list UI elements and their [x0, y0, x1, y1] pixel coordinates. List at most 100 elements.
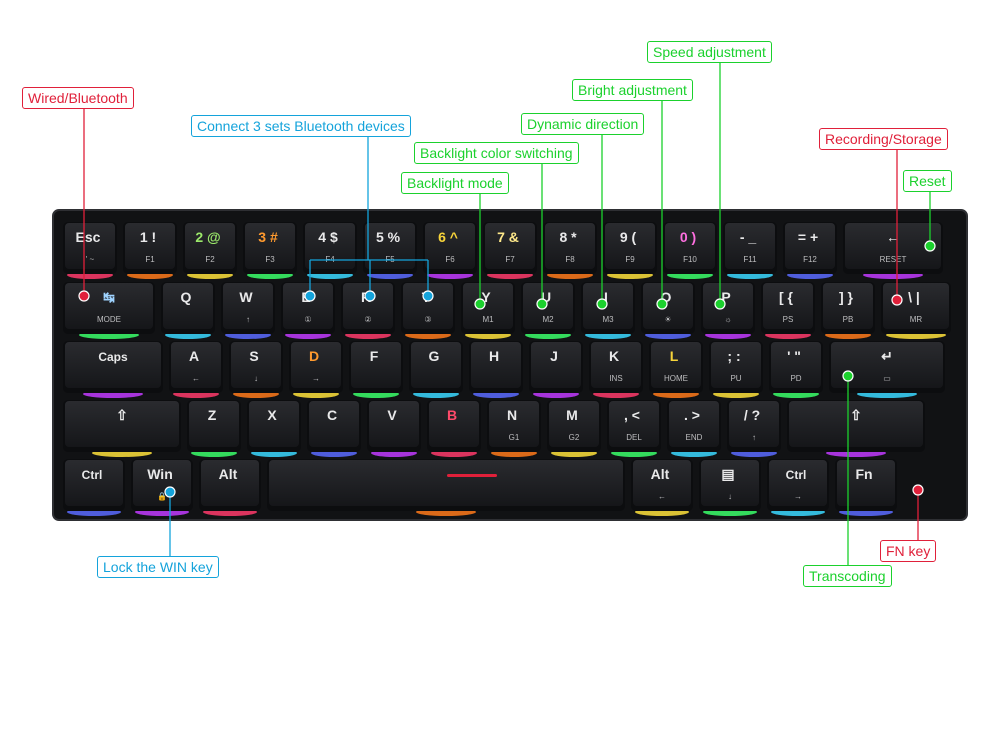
key-backspace[interactable]: ←RESET: [843, 222, 943, 274]
key-6[interactable]: 6 ^F6: [423, 222, 477, 274]
key-g[interactable]: G: [409, 341, 463, 393]
key-ralt[interactable]: Alt←: [631, 459, 693, 511]
key-lshift[interactable]: ⇧: [63, 400, 181, 452]
key-fn[interactable]: Fn: [835, 459, 897, 511]
key-tab[interactable]: ↹ MODE: [63, 282, 155, 334]
key-w[interactable]: W↑: [221, 282, 275, 334]
key-i[interactable]: IM3: [581, 282, 635, 334]
key-e[interactable]: E①: [281, 282, 335, 334]
key-legend-main: 8 *: [559, 229, 577, 245]
callout-fn-key: FN key: [880, 540, 937, 562]
callout-speed-adjustment: Speed adjustment: [647, 41, 772, 63]
key-equal[interactable]: = +F12: [783, 222, 837, 274]
key-legend-sub: PU: [730, 374, 741, 383]
callout-dynamic-direction: Dynamic direction: [521, 113, 645, 135]
dot-dynamic-direction: [596, 298, 608, 310]
key-comma[interactable]: , <DEL: [607, 400, 661, 452]
key-caps[interactable]: Caps: [63, 341, 163, 393]
key-legend-main: B: [447, 407, 457, 423]
key-rbracket[interactable]: ] }PB: [821, 282, 875, 334]
key-y[interactable]: YM1: [461, 282, 515, 334]
key-esc[interactable]: Esc' ~: [63, 222, 117, 274]
keycap-top: [223, 283, 273, 329]
key-legend-main: [ {: [779, 289, 794, 305]
key-ctrl[interactable]: Ctrl: [63, 459, 125, 511]
key-0[interactable]: 0 )F10: [663, 222, 717, 274]
keycap-top: [65, 223, 115, 269]
key-legend-sub: END: [686, 433, 703, 442]
key-r[interactable]: R②: [341, 282, 395, 334]
key-v[interactable]: V: [367, 400, 421, 452]
key-legend-sub: G2: [569, 433, 580, 442]
key-minus[interactable]: - _F11: [723, 222, 777, 274]
key-z[interactable]: Z: [187, 400, 241, 452]
key-q[interactable]: Q: [161, 282, 215, 334]
key-space[interactable]: [267, 459, 625, 511]
key-lbracket[interactable]: [ {PS: [761, 282, 815, 334]
key-4[interactable]: 4 $F4: [303, 222, 357, 274]
key-2[interactable]: 2 @F2: [183, 222, 237, 274]
key-d[interactable]: D→: [289, 341, 343, 393]
key-period[interactable]: . >END: [667, 400, 721, 452]
key-legend-main: H: [489, 348, 499, 364]
key-b[interactable]: B: [427, 400, 481, 452]
key-u[interactable]: UM2: [521, 282, 575, 334]
key-backslash[interactable]: \ |MR: [881, 282, 951, 334]
dot-bt-r: [364, 290, 376, 302]
key-rctrl[interactable]: Ctrl→: [767, 459, 829, 511]
key-o[interactable]: O☀: [641, 282, 695, 334]
dot-backlight-color: [536, 298, 548, 310]
key-legend-sub: PD: [790, 374, 801, 383]
key-x[interactable]: X: [247, 400, 301, 452]
key-slash[interactable]: / ?↑: [727, 400, 781, 452]
key-legend-sub: MODE: [97, 315, 121, 324]
key-s[interactable]: S↓: [229, 341, 283, 393]
key-legend-main: C: [327, 407, 337, 423]
keycap-top: [729, 401, 779, 447]
keycap-layer: Esc' ~1 !F12 @F23 #F34 $F45 %F56 ^F67 &F…: [63, 222, 951, 511]
key-7[interactable]: 7 &F7: [483, 222, 537, 274]
keycap-top: [769, 460, 827, 506]
key-p[interactable]: P☼: [701, 282, 755, 334]
keycap-top: [633, 460, 691, 506]
key-quote[interactable]: ' "PD: [769, 341, 823, 393]
keycap-top: [245, 223, 295, 269]
key-legend-main: ↹: [103, 289, 115, 305]
key-rshift[interactable]: ⇧: [787, 400, 925, 452]
key-j[interactable]: J: [529, 341, 583, 393]
key-legend-sub: ↑: [752, 433, 756, 442]
key-menu[interactable]: ▤↓: [699, 459, 761, 511]
keycap-top: [489, 401, 539, 447]
key-3[interactable]: 3 #F3: [243, 222, 297, 274]
key-legend-main: ↵: [881, 348, 893, 364]
key-n[interactable]: NG1: [487, 400, 541, 452]
keycap-top: [403, 283, 453, 329]
key-a[interactable]: A←: [169, 341, 223, 393]
key-1[interactable]: 1 !F1: [123, 222, 177, 274]
key-win[interactable]: Win🔒: [131, 459, 193, 511]
key-5[interactable]: 5 %F5: [363, 222, 417, 274]
key-legend-main: - _: [740, 229, 757, 245]
key-legend-main: Alt: [219, 466, 238, 482]
keycap-top: [651, 342, 701, 388]
key-semicolon[interactable]: ; :PU: [709, 341, 763, 393]
keycap-top: [837, 460, 895, 506]
key-f[interactable]: F: [349, 341, 403, 393]
key-legend-sub: →: [312, 374, 320, 383]
key-8[interactable]: 8 *F8: [543, 222, 597, 274]
key-legend-main: = +: [798, 229, 818, 245]
key-c[interactable]: C: [307, 400, 361, 452]
key-legend-sub: ←: [192, 374, 200, 383]
key-h[interactable]: H: [469, 341, 523, 393]
key-m[interactable]: MG2: [547, 400, 601, 452]
key-enter[interactable]: ↵▭: [829, 341, 945, 393]
key-9[interactable]: 9 (F9: [603, 222, 657, 274]
keycap-top: [65, 401, 179, 447]
keycap-top: [703, 283, 753, 329]
key-alt[interactable]: Alt: [199, 459, 261, 511]
key-legend-main: O: [661, 289, 672, 305]
callout-transcoding: Transcoding: [803, 565, 892, 587]
